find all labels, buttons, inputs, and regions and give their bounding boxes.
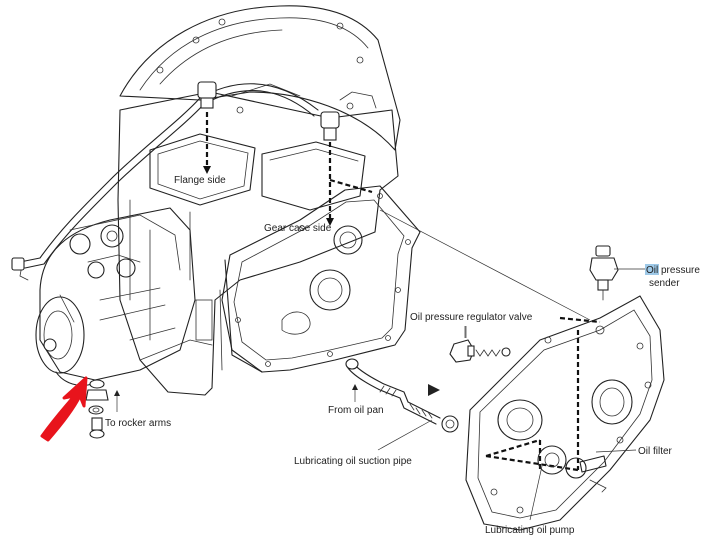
engine-block bbox=[117, 83, 399, 396]
suction-pipe-label: Lubricating oil suction pipe bbox=[294, 456, 412, 467]
oil-pressure-sender bbox=[589, 245, 619, 301]
leader-lines bbox=[377, 268, 648, 521]
rocker-oil-pipe bbox=[11, 81, 340, 387]
front-pump-assembly bbox=[35, 207, 196, 381]
flywheel-housing bbox=[119, 5, 401, 151]
from-oil-pan-label: From oil pan bbox=[328, 405, 384, 416]
oil-pump-label: Lubricating oil pump bbox=[485, 525, 575, 536]
gear-case bbox=[221, 185, 421, 373]
oil-filter-label: Oil filter bbox=[638, 446, 673, 457]
rocker-line-hardware bbox=[85, 379, 109, 439]
sender-highlight bbox=[645, 264, 659, 275]
annotation-arrow bbox=[40, 376, 88, 442]
oil-flow-paths bbox=[205, 112, 601, 472]
flow-arrowheads bbox=[203, 166, 440, 396]
to-rocker-arms-label: To rocker arms bbox=[105, 418, 171, 429]
regulator-valve-label: Oil pressure regulator valve bbox=[410, 312, 533, 323]
suction-pipe bbox=[345, 358, 459, 433]
assembly-guide-line bbox=[379, 209, 591, 321]
oil-pressure-sender-label-line2: sender bbox=[649, 278, 680, 289]
oil-pump-cover bbox=[465, 295, 665, 531]
direction-arrows bbox=[114, 326, 466, 412]
gear-case-side-label: Gear case side bbox=[264, 223, 332, 234]
flange-side-label: Flange side bbox=[174, 175, 226, 186]
oil-pressure-sender-label-line1: Oil pressure bbox=[646, 265, 700, 276]
regulator-valve-parts bbox=[449, 339, 511, 363]
